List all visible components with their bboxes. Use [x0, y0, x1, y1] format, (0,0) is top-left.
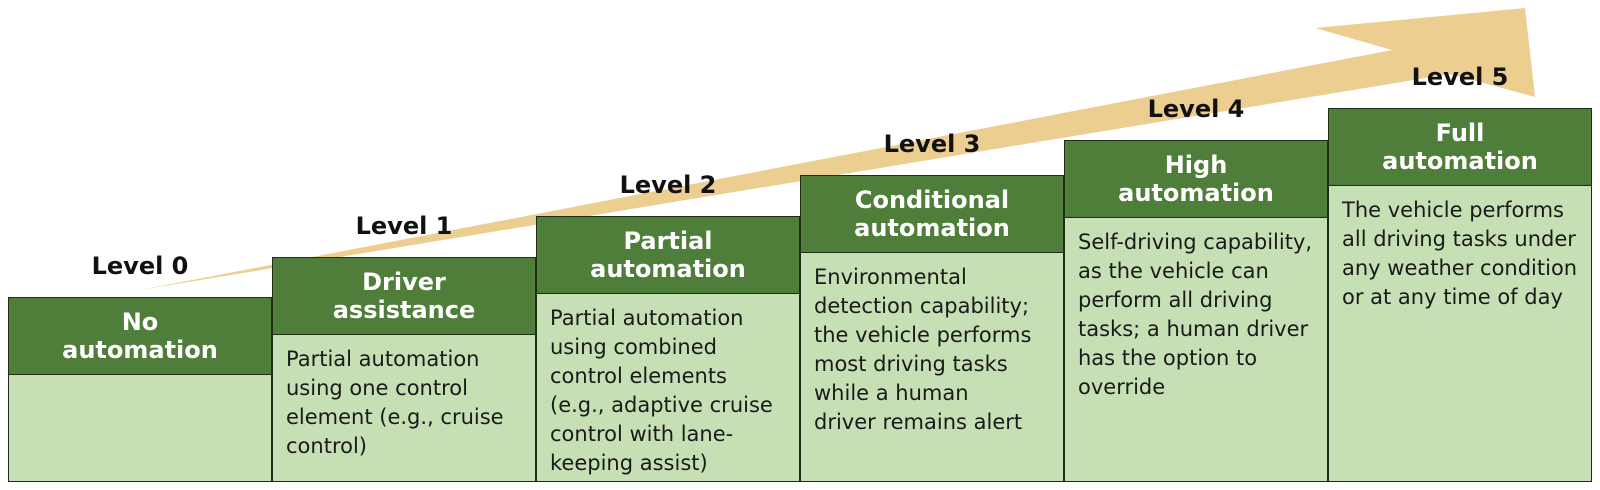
level-0-title-line1: No [121, 308, 159, 336]
level-0-description [8, 375, 272, 482]
level-3-step: Level 3 Conditional automation Environme… [800, 130, 1064, 482]
level-2-title-line1: Partial [623, 227, 713, 255]
level-0-title: No automation [8, 297, 272, 375]
level-3-title: Conditional automation [800, 175, 1064, 253]
level-3-title-line1: Conditional [854, 186, 1010, 214]
level-4-label: Level 4 [1147, 95, 1245, 123]
level-2-title: Partial automation [536, 216, 800, 294]
level-1-title-line1: Driver [362, 268, 446, 296]
level-3-description: Environmental detection capability; the … [800, 253, 1064, 482]
level-1-title: Driver assistance [272, 257, 536, 335]
level-2-step: Level 2 Partial automation Partial autom… [536, 171, 800, 482]
level-1-step: Level 1 Driver assistance Partial automa… [272, 212, 536, 482]
level-5-label: Level 5 [1411, 63, 1509, 91]
level-2-description: Partial automation using combined contro… [536, 294, 800, 482]
level-4-title: High automation [1064, 140, 1328, 218]
level-3-label: Level 3 [883, 130, 981, 158]
level-4-step: Level 4 High automation Self-driving cap… [1064, 95, 1328, 482]
level-5-description: The vehicle performs all driving tasks u… [1328, 186, 1592, 482]
level-0-label: Level 0 [91, 252, 189, 280]
level-1-title-line2: assistance [332, 296, 476, 324]
arrow-shape [140, 8, 1535, 290]
level-5-title: Full automation [1328, 108, 1592, 186]
level-3-title-line2: automation [854, 214, 1010, 242]
level-5-title-line1: Full [1435, 119, 1485, 147]
level-1-label: Level 1 [355, 212, 453, 240]
level-5-title-line2: automation [1382, 147, 1538, 175]
level-2-title-line2: automation [590, 255, 746, 283]
level-4-title-line1: High [1164, 151, 1228, 179]
level-5-step: Level 5 Full automation The vehicle perf… [1328, 63, 1592, 482]
level-4-title-line2: automation [1118, 179, 1274, 207]
level-0-title-line2: automation [62, 336, 218, 364]
level-1-description: Partial automation using one control ele… [272, 335, 536, 482]
level-0-step: Level 0 No automation [8, 252, 272, 482]
level-2-label: Level 2 [619, 171, 717, 199]
level-4-description: Self-driving capability, as the vehicle … [1064, 218, 1328, 482]
